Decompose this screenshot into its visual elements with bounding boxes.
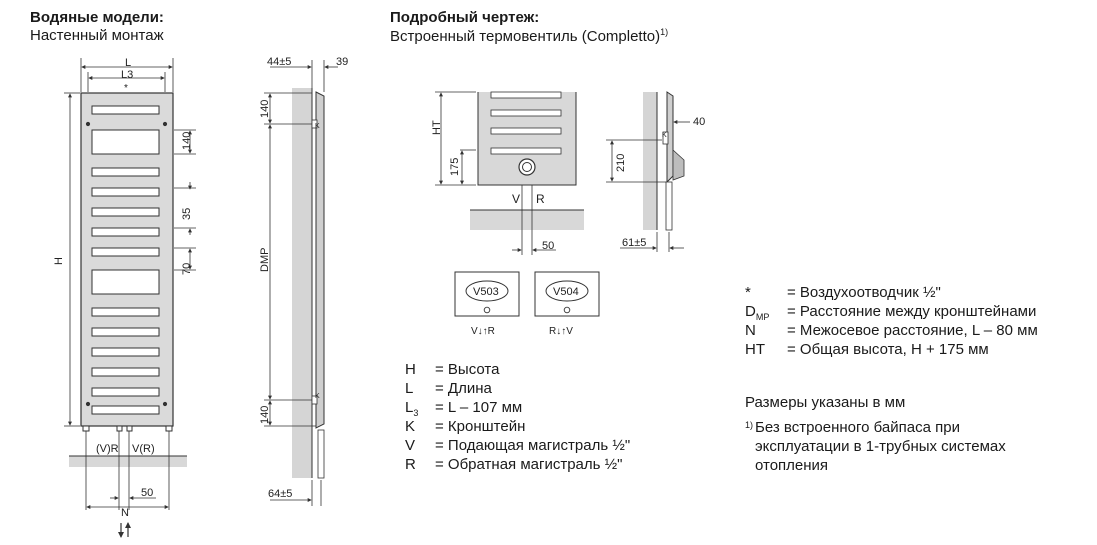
detail-bracket-k: K — [662, 132, 667, 139]
front-view-radiator — [80, 92, 174, 432]
detail-v-label: V — [512, 192, 520, 206]
dim-ht-label: HT — [431, 120, 443, 135]
dim-140-bottom-label: 140 — [259, 406, 271, 424]
legend-item-n: N= Межосевое расстояние, L – 80 мм — [745, 322, 1038, 339]
floor — [69, 456, 187, 467]
legend-item-ht: HT= Общая высота, H + 175 мм — [745, 341, 989, 358]
footnote-line-2: эксплуатации в 1-трубных системах — [755, 438, 1006, 455]
valve-v504 — [534, 271, 600, 317]
legend-item-h: H= Высота — [405, 361, 500, 378]
valve-v503-name: V503 — [473, 286, 499, 298]
legend-item-k: K= Кронштейн — [405, 418, 526, 435]
dim-N-label: N — [121, 507, 129, 519]
detail-side-view — [643, 91, 685, 231]
legend-item-dmp: DMP= Расстояние между кронштейнами — [745, 303, 1037, 322]
dim-35-label: 35 — [181, 208, 193, 220]
bracket-k-bottom: K — [315, 393, 320, 400]
dim-L3-label: L3 — [121, 69, 133, 81]
dim-64-label: 64±5 — [268, 488, 292, 500]
air-vent-star: * — [124, 83, 128, 94]
bracket-k-top: K — [315, 123, 320, 130]
detail-dim-40-label: 40 — [693, 116, 705, 128]
detail-front-view — [470, 91, 584, 255]
detail-dim-210-label: 210 — [615, 154, 627, 172]
dim-44-label: 44±5 — [267, 56, 291, 68]
valve-v503 — [454, 271, 520, 317]
dim-140-top-label: 140 — [259, 100, 271, 118]
units-note: Размеры указаны в мм — [745, 394, 906, 411]
footnote-mark: 1) — [745, 420, 754, 430]
valve-v503-arrows: V↓↑R — [471, 326, 495, 337]
dim-L-label: L — [125, 57, 131, 69]
dim-50-label: 50 — [141, 487, 153, 499]
legend-item-star: *= Воздухоотводчик ½" — [745, 284, 941, 301]
footnote-line-3: отопления — [755, 457, 829, 474]
footnote: 1) Без встроенного байпаса при эксплуата… — [745, 418, 1006, 475]
left-heading-subtitle: Настенный монтаж — [30, 27, 164, 44]
dim-H-label: H — [53, 257, 65, 265]
legend-item-l: L= Длина — [405, 380, 492, 397]
legend-item-r: R= Обратная магистраль ½" — [405, 456, 623, 473]
port-left-label: (V)R — [96, 443, 119, 455]
valve-v504-arrows: R↓↑V — [549, 326, 573, 337]
valve-v504-name: V504 — [553, 286, 579, 298]
port-right-label: V(R) — [132, 443, 155, 455]
footnote-line-1: Без встроенного байпаса при — [755, 419, 960, 436]
side-view — [292, 88, 325, 479]
detail-dim-50-label: 50 — [542, 240, 554, 252]
right-heading-title: Подробный чертеж: — [390, 9, 540, 26]
detail-r-label: R — [536, 192, 545, 206]
dim-70-label: 70 — [181, 263, 193, 275]
legend-item-l3: L3= L – 107 мм — [405, 399, 523, 418]
dim-140-label: 140 — [181, 132, 193, 150]
dim-dmp-label: DMP — [259, 248, 271, 272]
left-heading-title: Водяные модели: — [30, 9, 164, 26]
detail-dim-61-label: 61±5 — [622, 237, 646, 249]
dim-39-label: 39 — [336, 56, 348, 68]
legend-item-v: V= Подающая магистраль ½" — [405, 437, 631, 454]
right-heading-subtitle: Встроенный термовентиль (Completto)1) — [390, 27, 669, 45]
dim-175-label: 175 — [449, 158, 461, 176]
